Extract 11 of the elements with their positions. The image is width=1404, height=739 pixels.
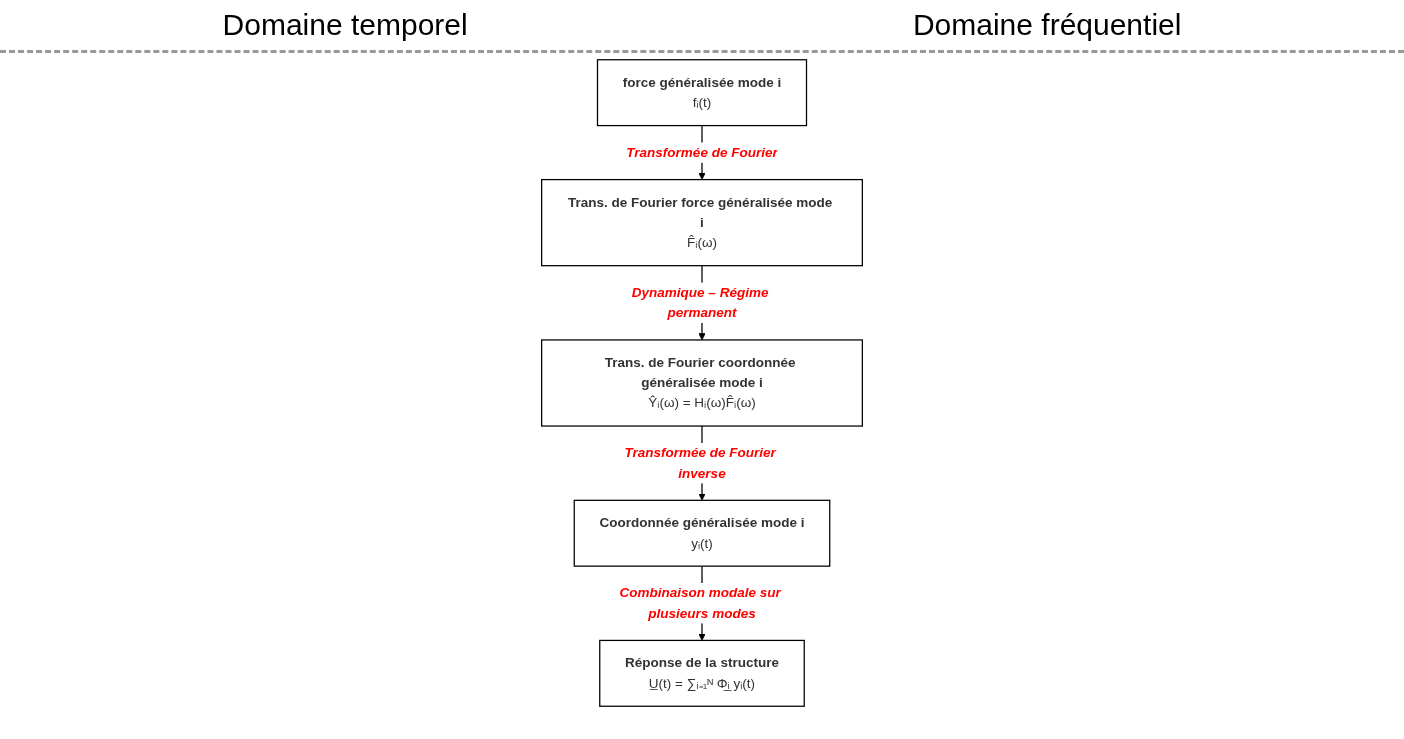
- edge-label: Dynamique – Régime permanent: [631, 285, 769, 320]
- node-box: Trans. de Fourier coordonnée généralisée mode i Ŷᵢ(ω) = Hᵢ(ω)F̂ᵢ(ω): [541, 339, 863, 427]
- node-box: Réponse de la structure U̲(t) = ∑ᵢ₌₁ᴺ Φ̲ᵢ yᵢ(t): [599, 639, 805, 707]
- node-box: force généralisée mode i fᵢ(t): [596, 59, 808, 127]
- edge-label: Combinaison modale sur plusieurs modes: [619, 585, 781, 621]
- node-box: Coordonnée généralisée mode i yᵢ(t): [573, 499, 831, 567]
- edge-label: Transformée de Fourier: [626, 144, 778, 160]
- node-box: Trans. de Fourier force généralisée mode i F̂ᵢ(ω): [541, 178, 863, 267]
- domain-heading: Domaine temporel: [222, 8, 468, 42]
- domain-heading: Domaine fréquentiel: [912, 8, 1182, 42]
- edge-label: Transformée de Fourier inverse: [624, 445, 776, 481]
